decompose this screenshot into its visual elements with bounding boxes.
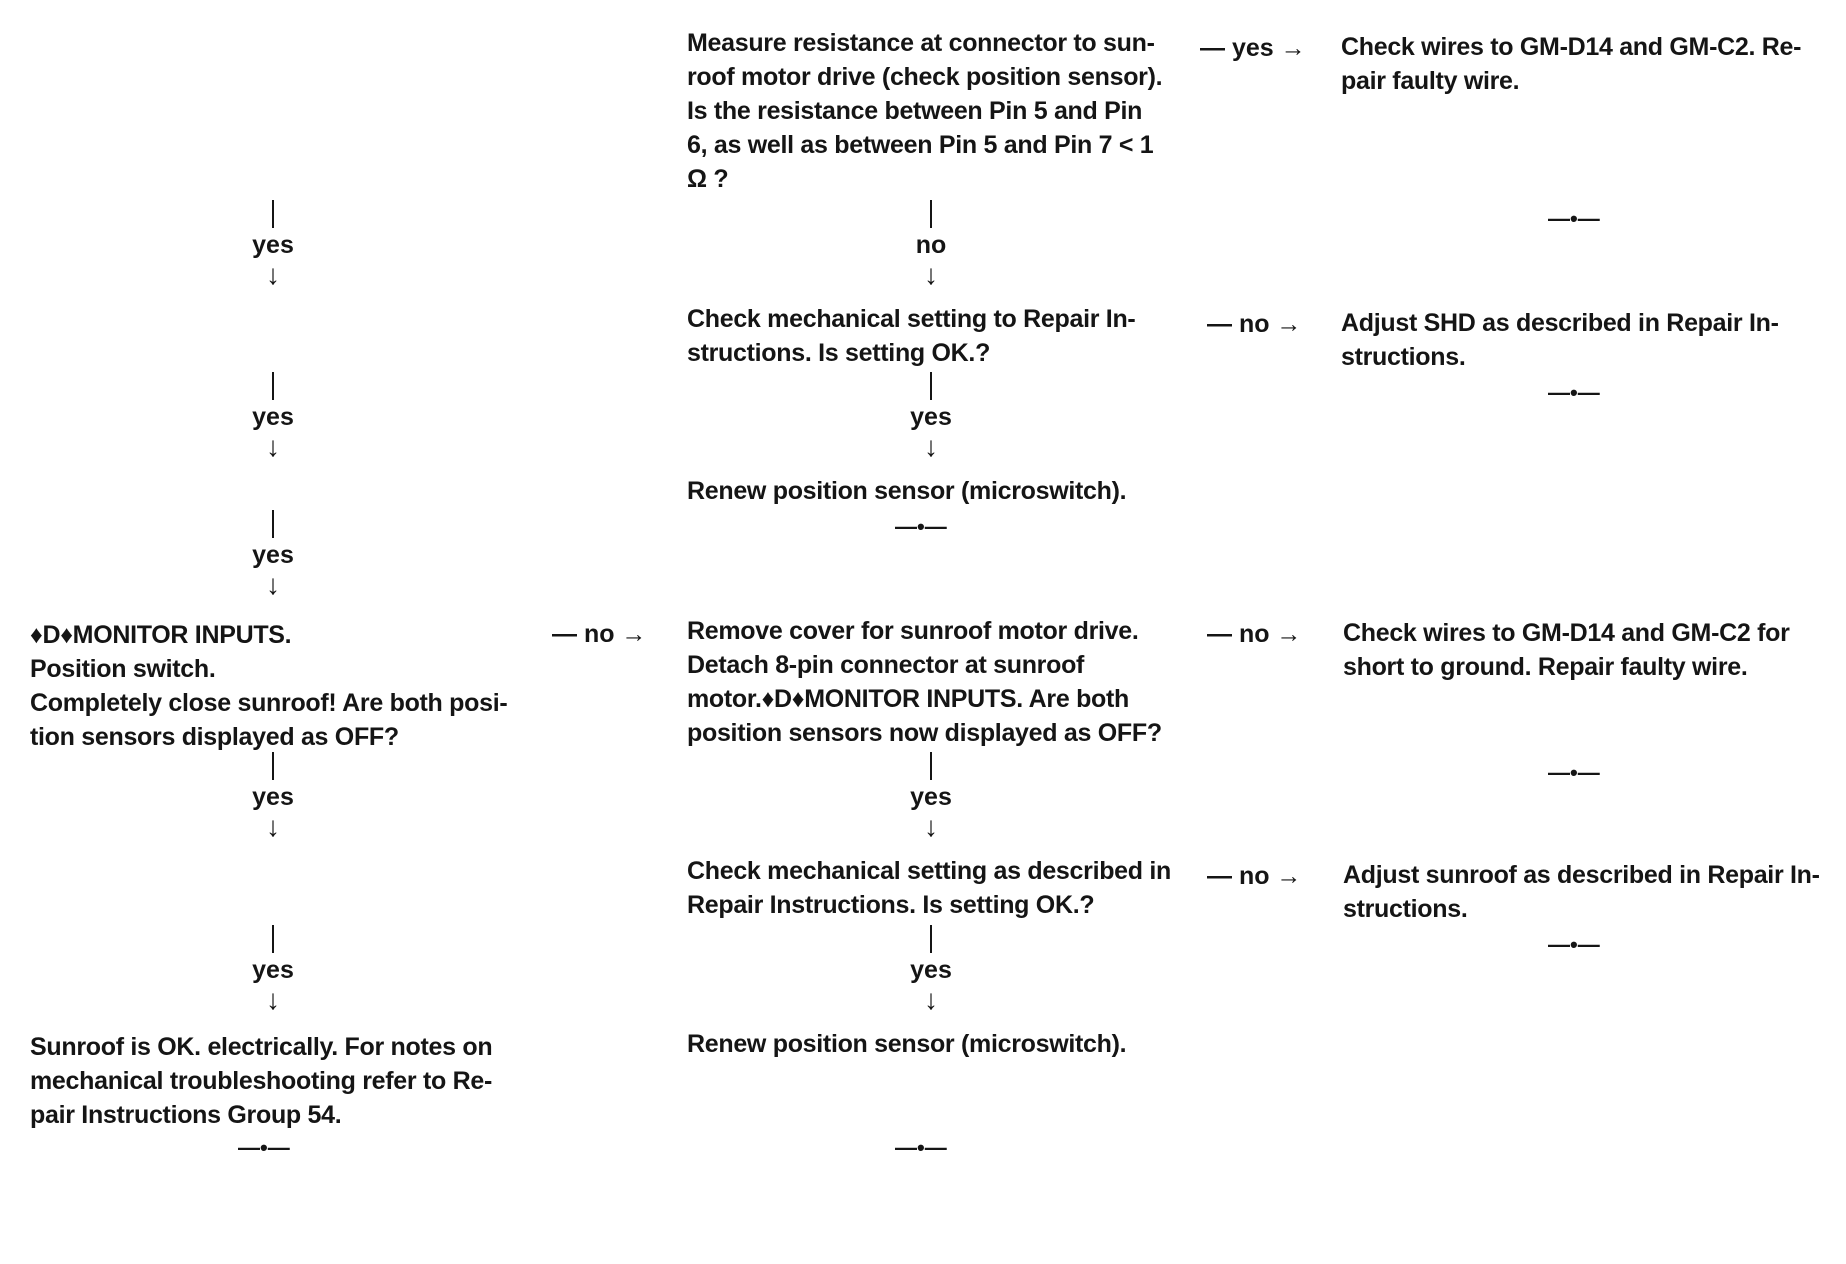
text-line: Adjust sunroof as described in Repair In… (1343, 861, 1820, 889)
connector-label: yes (910, 783, 952, 811)
text-line: Check mechanical setting as described in (687, 857, 1172, 885)
arrow-mech2-to-adjust-sunroof: — no → (1207, 862, 1302, 890)
text-line: Is the resistance between Pin 5 and Pin (687, 97, 1143, 125)
left-connector-yes-5: yes ↓ (233, 925, 313, 1015)
text-line: mechanical troubleshooting refer to Re- (30, 1067, 492, 1095)
down-arrow-icon: ↓ (266, 431, 280, 462)
end-mark: —•— (238, 1135, 290, 1160)
down-arrow-icon: ↓ (924, 431, 938, 462)
connector-line (930, 752, 932, 780)
sunroof-ok-block: Sunroof is OK. electrically. For notes o… (30, 1030, 530, 1132)
middle-connector-yes-3: yes ↓ (891, 925, 971, 1015)
down-arrow-icon: ↓ (924, 984, 938, 1015)
end-mark: —•— (1548, 760, 1600, 785)
text-line: Position switch. (30, 655, 216, 683)
text-line: Completely close sunroof! Are both posi- (30, 689, 508, 717)
connector-label: no (915, 231, 947, 259)
down-arrow-icon: ↓ (924, 811, 938, 842)
connector-label: yes (252, 403, 294, 431)
adjust-sunroof-block: Adjust sunroof as described in Repair In… (1343, 858, 1833, 926)
connector-label: yes (252, 956, 294, 984)
text-line: Measure resistance at connector to sun- (687, 29, 1155, 57)
mechanical-setting-block-1: Check mechanical setting to Repair In- s… (687, 302, 1187, 370)
measure-resistance-block: Measure resistance at connector to sun- … (687, 26, 1187, 196)
text-line: Renew position sensor (microswitch). (687, 477, 1127, 505)
remove-cover-block: Remove cover for sunroof motor drive. De… (687, 614, 1187, 750)
end-mark: —•— (895, 514, 947, 539)
middle-connector-no: no ↓ (891, 200, 971, 290)
text-line: position sensors now displayed as OFF? (687, 719, 1162, 747)
renew-sensor-block-1: Renew position sensor (microswitch). (687, 474, 1187, 508)
connector-label: yes (910, 403, 952, 431)
connector-line (930, 372, 932, 400)
left-connector-yes-1: yes ↓ (233, 200, 313, 290)
text-line: structions. (1341, 343, 1466, 371)
text-line: Sunroof is OK. electrically. For notes o… (30, 1033, 493, 1061)
connector-line (272, 925, 274, 953)
end-mark: —•— (895, 1135, 947, 1160)
arrow-cover-to-wires2: — no → (1207, 620, 1302, 648)
mechanical-setting-block-2: Check mechanical setting as described in… (687, 854, 1187, 922)
text-line: Check wires to GM-D14 and GM-C2. Re- (1341, 33, 1802, 61)
end-mark: —•— (1548, 380, 1600, 405)
text-line: motor.♦D♦MONITOR INPUTS. Are both (687, 685, 1130, 713)
text-line: pair faulty wire. (1341, 67, 1520, 95)
check-wires-block-2: Check wires to GM-D14 and GM-C2 for shor… (1343, 616, 1833, 684)
down-arrow-icon: ↓ (924, 259, 938, 290)
text-line: Ω ? (687, 165, 729, 193)
arrow-measure-to-wires: — yes → (1200, 34, 1306, 62)
left-connector-yes-3: yes ↓ (233, 510, 313, 600)
text-line: ♦D♦MONITOR INPUTS. (30, 621, 292, 649)
end-mark: —•— (1548, 932, 1600, 957)
connector-label: yes (252, 231, 294, 259)
connector-line (272, 510, 274, 538)
connector-label: yes (252, 783, 294, 811)
down-arrow-icon: ↓ (266, 811, 280, 842)
text-line: short to ground. Repair faulty wire. (1343, 653, 1748, 681)
middle-connector-yes-2: yes ↓ (891, 752, 971, 842)
connector-line (930, 200, 932, 228)
arrow-monitor-to-cover: — no → (552, 620, 647, 648)
renew-sensor-block-2: Renew position sensor (microswitch). (687, 1027, 1187, 1061)
connector-line (272, 372, 274, 400)
monitor-inputs-block: ♦D♦MONITOR INPUTS. Position switch. Comp… (30, 618, 530, 754)
down-arrow-icon: ↓ (266, 569, 280, 600)
middle-connector-yes-1: yes ↓ (891, 372, 971, 462)
text-line: Repair Instructions. Is setting OK.? (687, 891, 1095, 919)
connector-line (930, 925, 932, 953)
down-arrow-icon: ↓ (266, 259, 280, 290)
left-connector-yes-4: yes ↓ (233, 752, 313, 842)
text-line: structions. Is setting OK.? (687, 339, 991, 367)
connector-label: yes (252, 541, 294, 569)
text-line: Adjust SHD as described in Repair In- (1341, 309, 1779, 337)
down-arrow-icon: ↓ (266, 984, 280, 1015)
text-line: Check wires to GM-D14 and GM-C2 for (1343, 619, 1790, 647)
text-line: 6, as well as between Pin 5 and Pin 7 < … (687, 131, 1154, 159)
text-line: Check mechanical setting to Repair In- (687, 305, 1136, 333)
text-line: structions. (1343, 895, 1468, 923)
check-wires-block-1: Check wires to GM-D14 and GM-C2. Re- pai… (1341, 30, 1831, 98)
text-line: Detach 8-pin connector at sunroof (687, 651, 1085, 679)
adjust-shd-block: Adjust SHD as described in Repair In- st… (1341, 306, 1831, 374)
text-line: Renew position sensor (microswitch). (687, 1030, 1127, 1058)
arrow-mech1-to-adjust-shd: — no → (1207, 310, 1302, 338)
left-connector-yes-2: yes ↓ (233, 372, 313, 462)
text-line: Remove cover for sunroof motor drive. (687, 617, 1139, 645)
connector-line (272, 200, 274, 228)
text-line: roof motor drive (check position sensor)… (687, 63, 1163, 91)
text-line: pair Instructions Group 54. (30, 1101, 342, 1129)
text-line: tion sensors displayed as OFF? (30, 723, 399, 751)
connector-label: yes (910, 956, 952, 984)
end-mark: —•— (1548, 206, 1600, 231)
connector-line (272, 752, 274, 780)
